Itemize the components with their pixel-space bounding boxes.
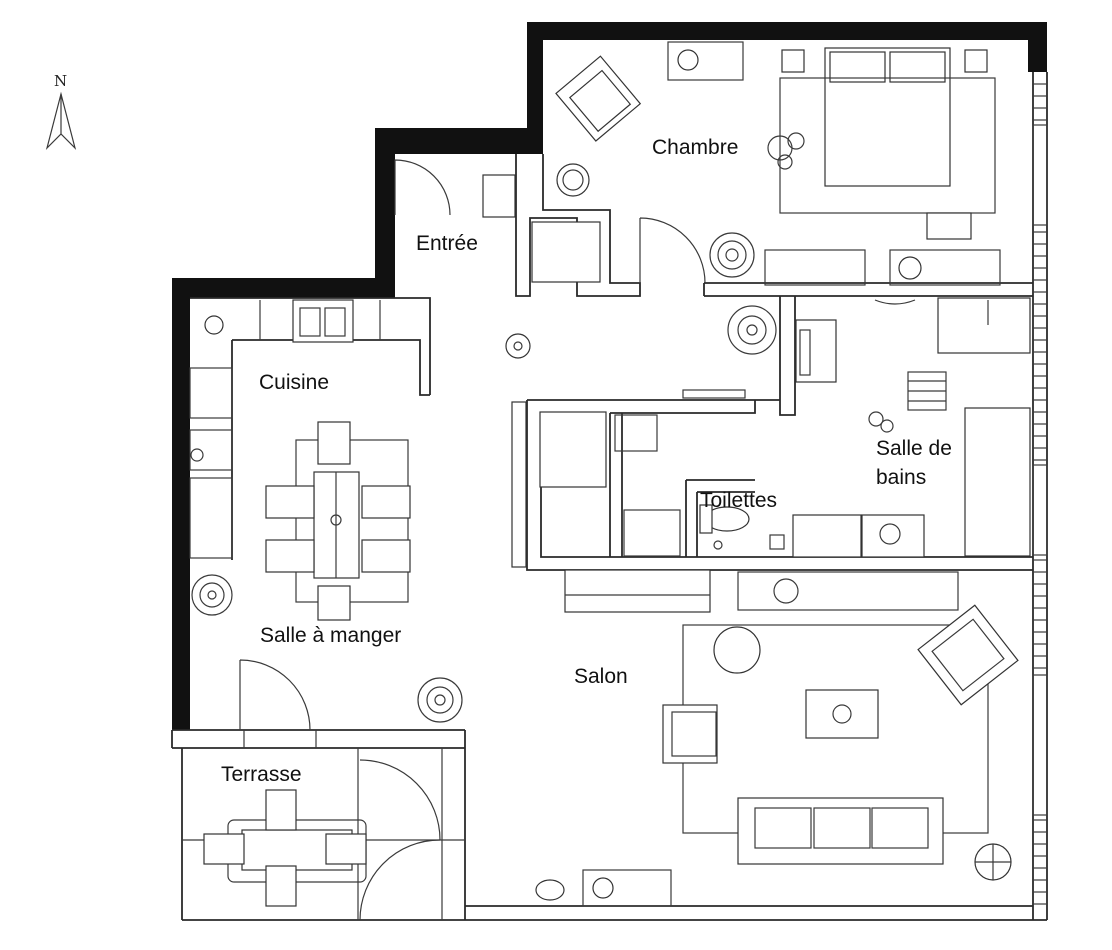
room-labels: Chambre Entrée Cuisine Salle de bains To… [221,136,952,786]
label-terrasse: Terrasse [221,763,302,786]
washbasin [861,514,925,558]
nightstand [964,49,988,73]
label-cuisine: Cuisine [259,371,329,394]
label-salon: Salon [574,665,628,688]
north-arrow: N [45,72,77,150]
terrace-furniture [203,789,367,907]
bedroom-furniture [482,41,1001,286]
label-chambre: Chambre [652,136,738,159]
doors [239,159,916,921]
nightstand [781,49,805,73]
armchair [662,704,718,764]
label-entree: Entrée [416,232,478,255]
terrace-grid [182,730,465,920]
dining-table [265,421,411,621]
toilet [699,504,750,534]
round-table [556,163,590,197]
bathroom-furniture [614,297,1031,558]
label-salle-de-bains-line2: bains [876,466,926,489]
armchair [917,604,1019,706]
coffee-table [805,689,879,739]
sofa [737,797,944,865]
living-room-furniture [511,401,1019,907]
plant [191,574,233,616]
plant [767,132,805,170]
plant [709,232,755,278]
armchair [555,55,642,142]
label-salle-a-manger: Salle à manger [260,624,401,647]
kitchen-furniture [189,299,777,723]
label-salle-de-bains-line1: Salle de [876,437,952,460]
label-toilettes: Toilettes [700,489,777,512]
bathtub [964,407,1031,557]
exterior-walls [172,22,1047,730]
plant [727,305,777,355]
north-label: N [54,72,67,90]
east-wall [1032,72,1048,920]
plant [417,677,463,723]
